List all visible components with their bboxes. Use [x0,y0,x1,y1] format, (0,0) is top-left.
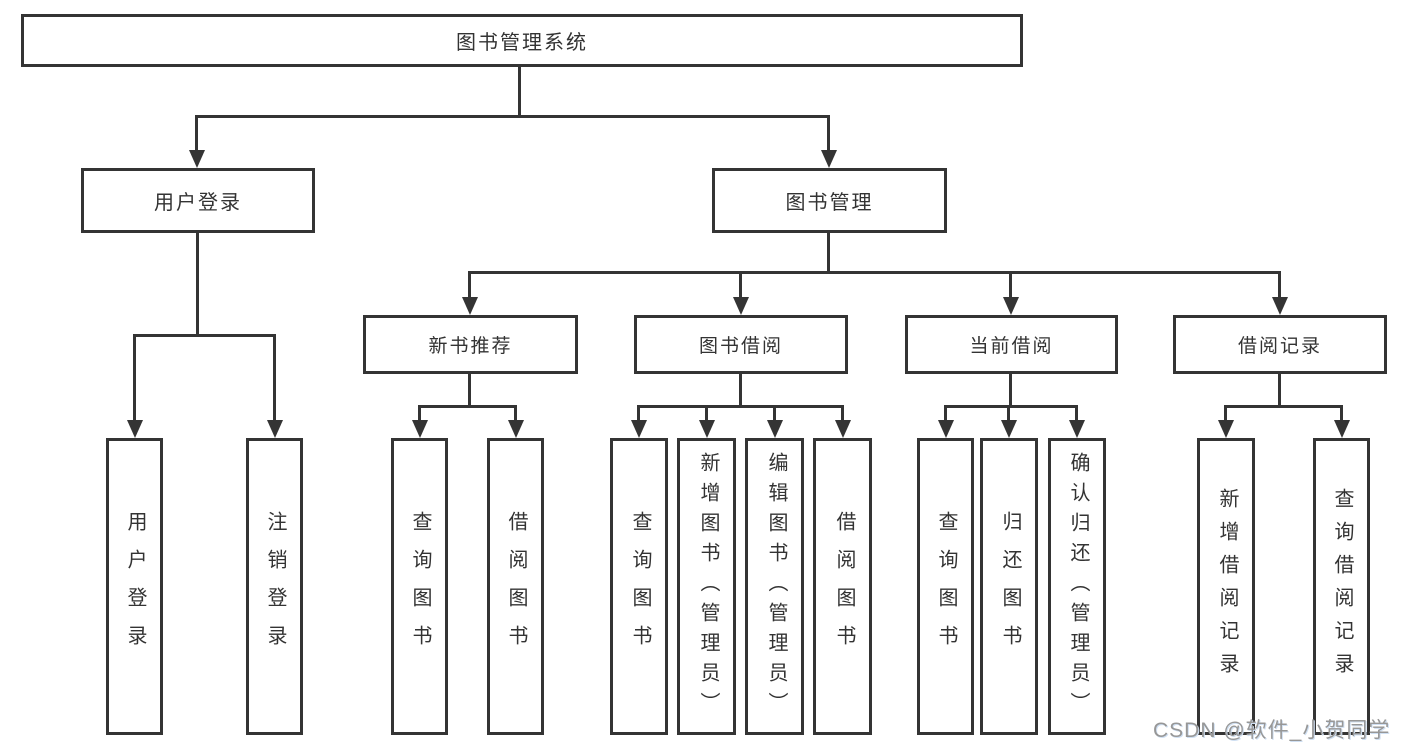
section-node-borrowing-records: 借阅记录 [1173,315,1387,374]
connector-arrow [1272,297,1288,315]
connector-arrow [821,150,837,168]
connector-line [133,334,136,422]
connector-arrow [1001,420,1017,438]
connector-line [773,405,776,422]
watermark-text: CSDN @软件_小贺同学 [1153,719,1391,742]
connector-line [827,233,830,273]
connector-arrow [462,297,478,315]
leaf-node-query-books-current: 查询图书 [917,438,974,735]
connector-arrow [938,420,954,438]
branch-node-book-management: 图书管理 [712,168,947,233]
connector-line [1007,405,1010,422]
connector-line [827,115,830,152]
leaf-node-query-books-recommend: 查询图书 [391,438,448,735]
connector-line [1009,374,1012,407]
branch-node-user-login: 用户登录 [81,168,315,233]
connector-line [418,405,421,422]
leaf-node-user-login: 用户登录 [106,438,163,735]
connector-arrow [1069,420,1085,438]
connector-line [637,405,843,408]
connector-arrow [508,420,524,438]
connector-line [1224,405,1342,408]
connector-line [1340,405,1343,422]
leaf-node-edit-books-admin: 编辑图书（管理员） [745,438,804,735]
connector-arrow [412,420,428,438]
connector-line [739,271,742,299]
leaf-node-query-borrow-record: 查询借阅记录 [1313,438,1370,735]
leaf-node-confirm-return-admin: 确认归还（管理员） [1048,438,1106,735]
connector-line [514,405,517,422]
connector-arrow [631,420,647,438]
leaf-node-return-books: 归还图书 [980,438,1038,735]
connector-line [944,405,947,422]
connector-line [637,405,640,422]
connector-line [133,334,276,337]
connector-line [195,115,198,152]
connector-arrow [1218,420,1234,438]
connector-arrow [1334,420,1350,438]
root-node-library-system: 图书管理系统 [21,14,1023,67]
section-node-book-borrowing: 图书借阅 [634,315,848,374]
leaf-node-add-borrow-record: 新增借阅记录 [1197,438,1255,735]
connector-arrow [835,420,851,438]
leaf-node-borrow-books: 借阅图书 [813,438,872,735]
connector-arrow [767,420,783,438]
connector-arrow [189,150,205,168]
leaf-node-add-books-admin: 新增图书（管理员） [677,438,736,735]
connector-arrow [267,420,283,438]
section-node-current-borrowing: 当前借阅 [905,315,1118,374]
connector-line [518,67,521,117]
section-node-new-book-recommend: 新书推荐 [363,315,578,374]
connector-line [1278,271,1281,299]
connector-line [705,405,708,422]
connector-line [196,233,199,336]
connector-arrow [1003,297,1019,315]
connector-line [468,374,471,407]
connector-line [1278,374,1281,407]
connector-line [195,115,830,118]
connector-line [944,405,1078,408]
connector-line [739,374,742,407]
connector-line [841,405,844,422]
connector-line [1224,405,1227,422]
leaf-node-logout: 注销登录 [246,438,303,735]
leaf-node-query-books-borrowing: 查询图书 [610,438,668,735]
connector-line [1009,271,1012,299]
leaf-node-borrow-books-recommend: 借阅图书 [487,438,544,735]
connector-line [418,405,517,408]
connector-arrow [127,420,143,438]
connector-line [468,271,471,299]
connector-arrow [733,297,749,315]
connector-line [1075,405,1078,422]
connector-line [468,271,1281,274]
connector-line [273,334,276,422]
connector-arrow [699,420,715,438]
